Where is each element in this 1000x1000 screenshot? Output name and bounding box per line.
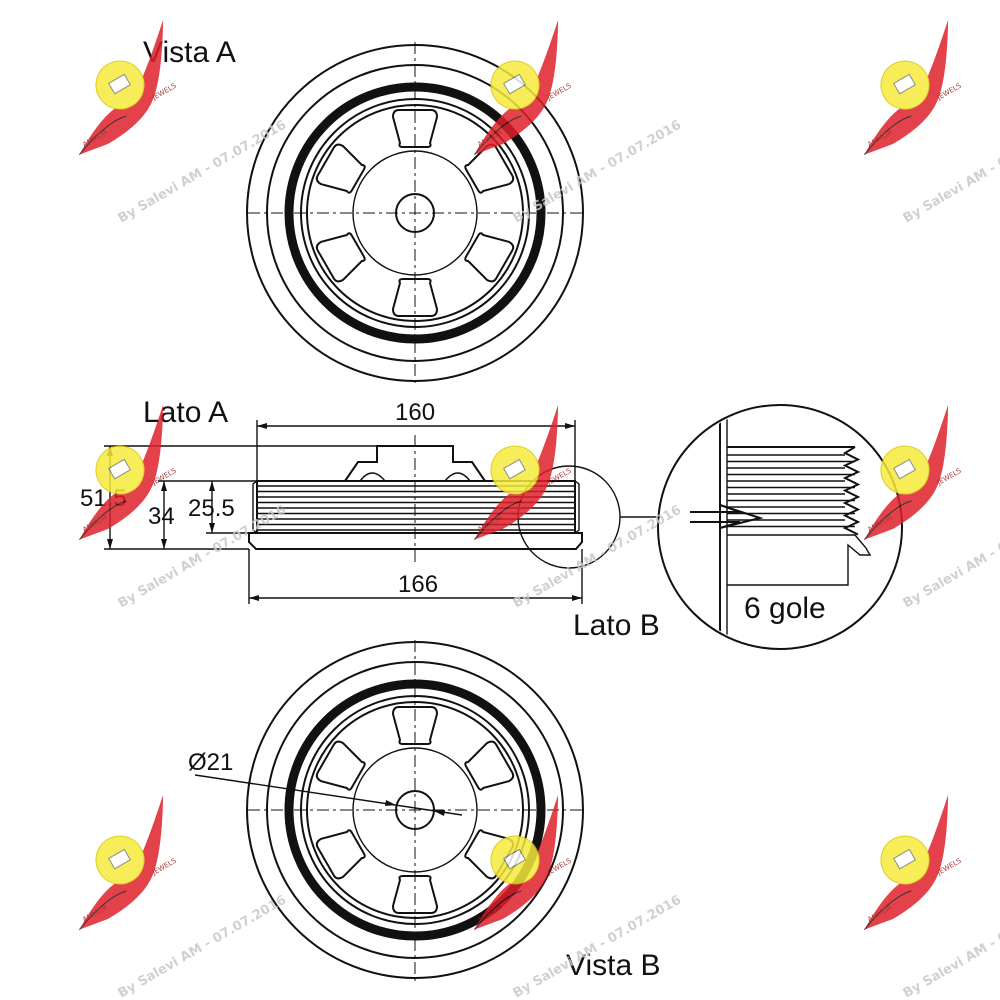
watermark-text: By Salevi AM - 07.07.2016 bbox=[511, 893, 684, 1000]
window-shape bbox=[391, 109, 439, 148]
window-shape bbox=[464, 143, 515, 194]
window-shape bbox=[464, 740, 515, 791]
dim-bottom-width: 166 bbox=[398, 571, 438, 598]
grooves-label: 6 gole bbox=[744, 592, 826, 625]
window-shape bbox=[315, 232, 366, 283]
window-shape bbox=[391, 278, 439, 317]
window-shape bbox=[391, 875, 439, 914]
window-shape bbox=[315, 740, 366, 791]
watermark-text: By Salevi AM - 07.07.2016 bbox=[901, 503, 1000, 612]
dim-mid-height: 34 bbox=[148, 503, 175, 530]
side-a-label: Lato A bbox=[143, 396, 228, 429]
watermark-text: By Salevi AM - 07.07.2016 bbox=[901, 118, 1000, 227]
view-b-label: Vista B bbox=[566, 949, 661, 982]
dim-bore-diameter: Ø21 bbox=[188, 749, 233, 776]
dim-groove-height: 25.5 bbox=[188, 495, 235, 522]
groove-detail bbox=[657, 404, 903, 650]
window-shape bbox=[391, 706, 439, 745]
watermark-text: By Salevi AM - 07.07.2016 bbox=[116, 893, 289, 1000]
view-b-windows bbox=[315, 706, 515, 914]
watermark-text: By Salevi AM - 07.07.2016 bbox=[901, 893, 1000, 1000]
window-shape bbox=[464, 232, 515, 283]
side-b-label: Lato B bbox=[573, 609, 660, 642]
dim-top-width: 160 bbox=[395, 399, 435, 426]
bore-leader-line bbox=[194, 774, 463, 816]
window-shape bbox=[315, 829, 366, 880]
watermark-text: By Salevi AM - 07.07.2016 bbox=[116, 118, 289, 227]
window-shape bbox=[315, 143, 366, 194]
